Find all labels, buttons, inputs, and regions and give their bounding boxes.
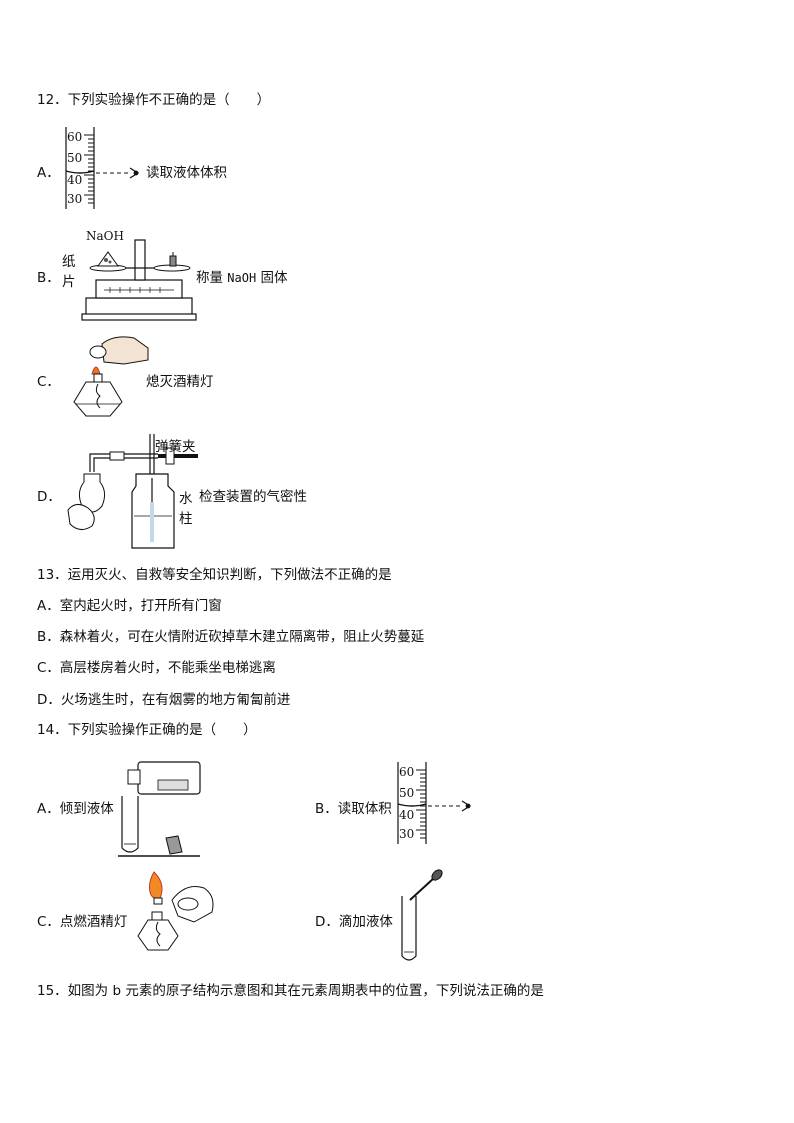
graduated-cylinder-figure-12a	[65, 127, 140, 209]
q15-stem: 15．如图为 b 元素的原子结构示意图和其在元素周期表中的位置，下列说法正确的是	[37, 983, 544, 999]
q12-stem: 12．下列实验操作不正确的是（ ）	[37, 92, 271, 108]
q14-option-a: A．倾到液体	[37, 801, 114, 817]
q12-option-a-caption: 读取液体体积	[146, 165, 227, 181]
airtightness-apparatus-figure	[67, 434, 198, 549]
tick-label-50: 50	[67, 151, 83, 165]
dropping-liquid-figure	[401, 869, 443, 961]
lighting-alcohol-lamp-figure	[137, 871, 214, 951]
tick-label-60-b: 60	[399, 765, 415, 779]
q13-option-d: D．火场逃生时，在有烟雾的地方匍匐前进	[37, 692, 291, 708]
balance-figure-12b	[81, 239, 197, 321]
alcohol-lamp-extinguish-figure	[73, 336, 149, 417]
tick-label-50-b: 50	[399, 786, 415, 800]
water-column-label-1: 水	[179, 491, 193, 507]
q12-option-b-caption: 称量 NaOH 固体	[196, 266, 288, 286]
q13-option-c: C．高层楼房着火时，不能乘坐电梯逃离	[37, 660, 276, 676]
q13-option-a: A．室内起火时，打开所有门窗	[37, 598, 222, 614]
pouring-liquid-figure	[118, 761, 201, 857]
q12-option-d-letter: D．	[37, 489, 61, 505]
naoh-label: NaOH	[86, 229, 124, 243]
q14-option-c: C．点燃酒精灯	[37, 914, 128, 930]
tick-label-30-b: 30	[399, 827, 415, 841]
graduated-cylinder-figure-14b	[397, 762, 472, 844]
water-column-label-2: 柱	[179, 511, 193, 527]
tick-label-30: 30	[67, 192, 83, 206]
paper-label-2: 片	[62, 274, 76, 290]
tick-label-40-b: 40	[399, 808, 415, 822]
q14-option-d: D．滴加液体	[315, 914, 393, 930]
q13-stem: 13．运用灭火、自救等安全知识判断，下列做法不正确的是	[37, 567, 392, 583]
caption-post: 固体	[256, 270, 288, 286]
caption-code: NaOH	[227, 271, 257, 285]
tick-label-40: 40	[67, 173, 83, 187]
q12-option-b-letter: B．	[37, 270, 60, 286]
q14-option-b: B．读取体积	[315, 801, 392, 817]
q14-stem: 14．下列实验操作正确的是（ ）	[37, 722, 257, 738]
paper-label-1: 纸	[62, 254, 76, 270]
caption-pre: 称量	[196, 270, 228, 286]
q13-option-b: B．森林着火，可在火情附近砍掉草木建立隔离带，阻止火势蔓延	[37, 629, 425, 645]
tick-label-60: 60	[67, 130, 83, 144]
q12-option-d-caption: 检查装置的气密性	[199, 489, 307, 505]
q12-option-c-letter: C．	[37, 374, 60, 390]
q12-option-a-letter: A．	[37, 165, 60, 181]
q12-option-c-caption: 熄灭酒精灯	[146, 374, 214, 390]
spring-clip-label: 弹簧夹	[155, 439, 196, 455]
